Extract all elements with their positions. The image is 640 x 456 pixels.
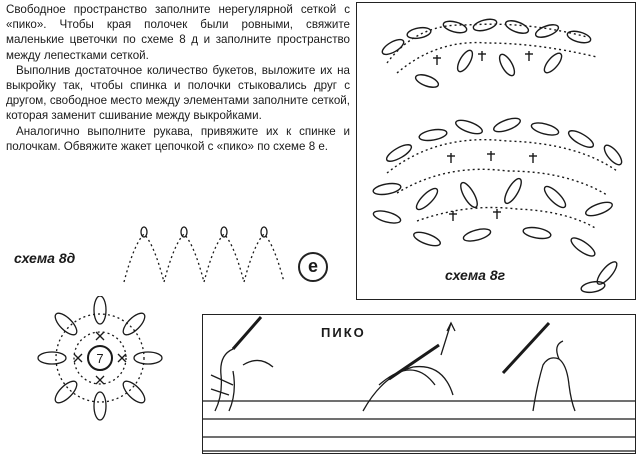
lower-garland (372, 117, 623, 294)
flower-center-number: 7 (96, 351, 103, 366)
scheme-8g-diagram (372, 18, 623, 294)
pico-title: ПИКО (321, 325, 366, 340)
instruction-paragraph-1: Свободное пространство заполните нерегул… (6, 3, 350, 62)
scheme-8d-flower: 7 (37, 296, 163, 421)
pico-step-3 (501, 321, 576, 412)
instruction-paragraph-3: Аналогично выполните рукава, привяжите и… (6, 124, 350, 153)
scheme-8g-label: схема 8г (445, 267, 506, 283)
pico-step-1 (210, 316, 274, 412)
pico-steps-illustration (203, 316, 635, 452)
scheme-8g-box: схема 8г (356, 2, 636, 300)
scheme-8d-label: схема 8д (14, 250, 76, 266)
instruction-text: Свободное пространство заполните нерегул… (6, 2, 350, 154)
instruction-paragraph-2: Выполнив достаточное количество букетов,… (6, 63, 350, 123)
pico-step-2 (362, 321, 456, 412)
stitch-rows (203, 400, 635, 452)
scheme-e-badge: е (298, 252, 328, 282)
scheme-8d-picot-row (123, 226, 285, 283)
pico-illustration-box: ПИКО (202, 314, 636, 454)
upper-garland (381, 18, 598, 88)
